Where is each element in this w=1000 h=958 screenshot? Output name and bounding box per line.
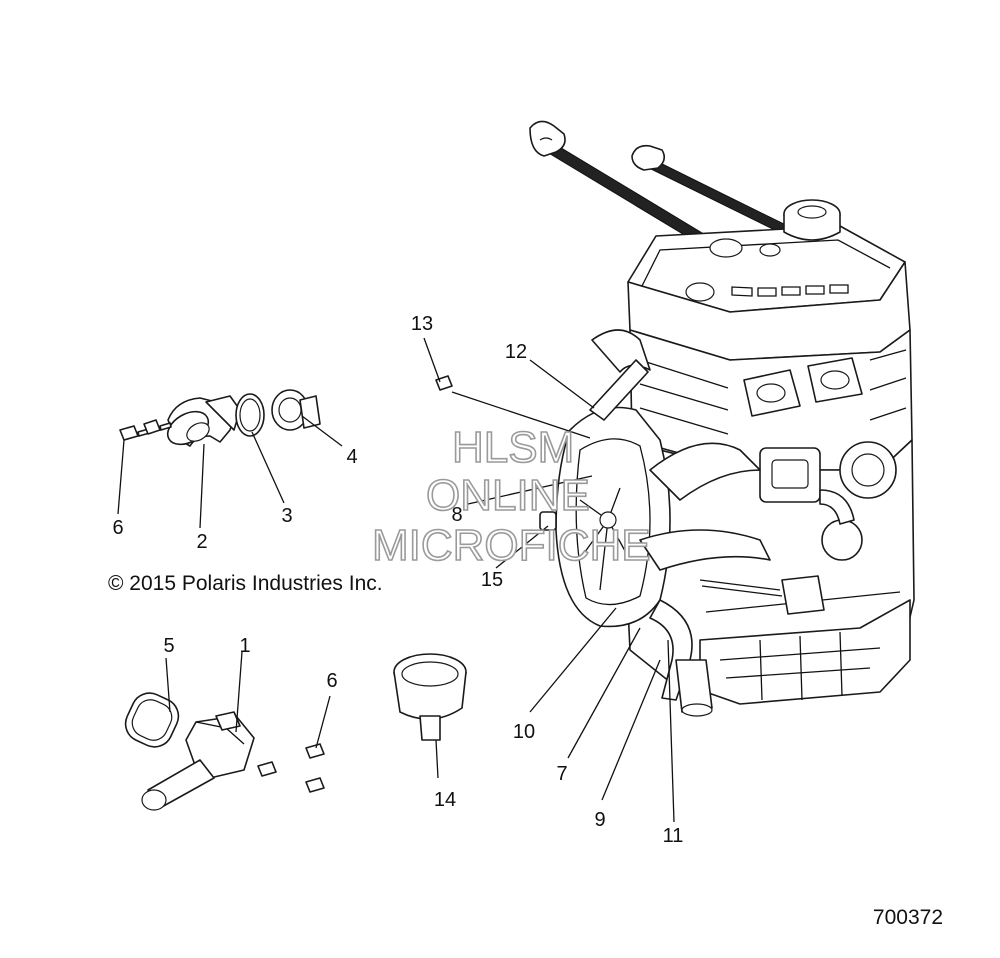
watermark: HLSM ONLINE MICROFICHE: [371, 422, 651, 571]
callout-14: 14: [434, 789, 456, 811]
callout-1: 1: [239, 635, 250, 657]
callout-13: 13: [411, 313, 433, 335]
callout-10: 10: [513, 721, 535, 743]
callout-7: 7: [556, 763, 567, 785]
watermark-line-1: HLSM: [452, 423, 574, 472]
callout-4: 4: [346, 446, 357, 468]
bolts-6-bottom: [257, 743, 325, 793]
thermostat-housing: [166, 395, 241, 447]
callout-5: 5: [163, 635, 174, 657]
callout-3: 3: [281, 505, 292, 527]
nut-15: [539, 511, 557, 531]
bolts-6-top: [119, 419, 172, 441]
callout-11: 11: [663, 825, 684, 847]
engine-assembly: [555, 199, 915, 717]
diagram-part-number: 700372: [873, 906, 943, 929]
callout-8: 8: [451, 504, 462, 526]
callout-6-top: 6: [112, 517, 123, 539]
callout-6-bottom: 6: [326, 670, 337, 692]
callout-labels: 1 2 3 4 5 6 6 7 8 9 10 11 12 13 14 15: [112, 313, 683, 847]
bolt-13: [435, 375, 453, 391]
callout-15: 15: [481, 569, 503, 591]
o-ring-3: [235, 393, 265, 437]
gasket-5: [124, 692, 180, 748]
thermostat: [271, 389, 321, 431]
coolant-pipe-left: [529, 120, 723, 255]
copyright-notice: © 2015 Polaris Industries Inc.: [108, 572, 383, 595]
clamp-14: [393, 653, 467, 741]
watermark-line-2: ONLINE: [426, 471, 590, 520]
callout-9: 9: [594, 809, 605, 831]
callout-12: 12: [505, 341, 527, 363]
callout-2: 2: [196, 531, 207, 553]
leader-lines: [117, 337, 675, 823]
water-outlet-1: [141, 711, 255, 811]
watermark-line-3: MICROFICHE: [372, 521, 651, 570]
coolant-pipe-right: [631, 144, 801, 241]
